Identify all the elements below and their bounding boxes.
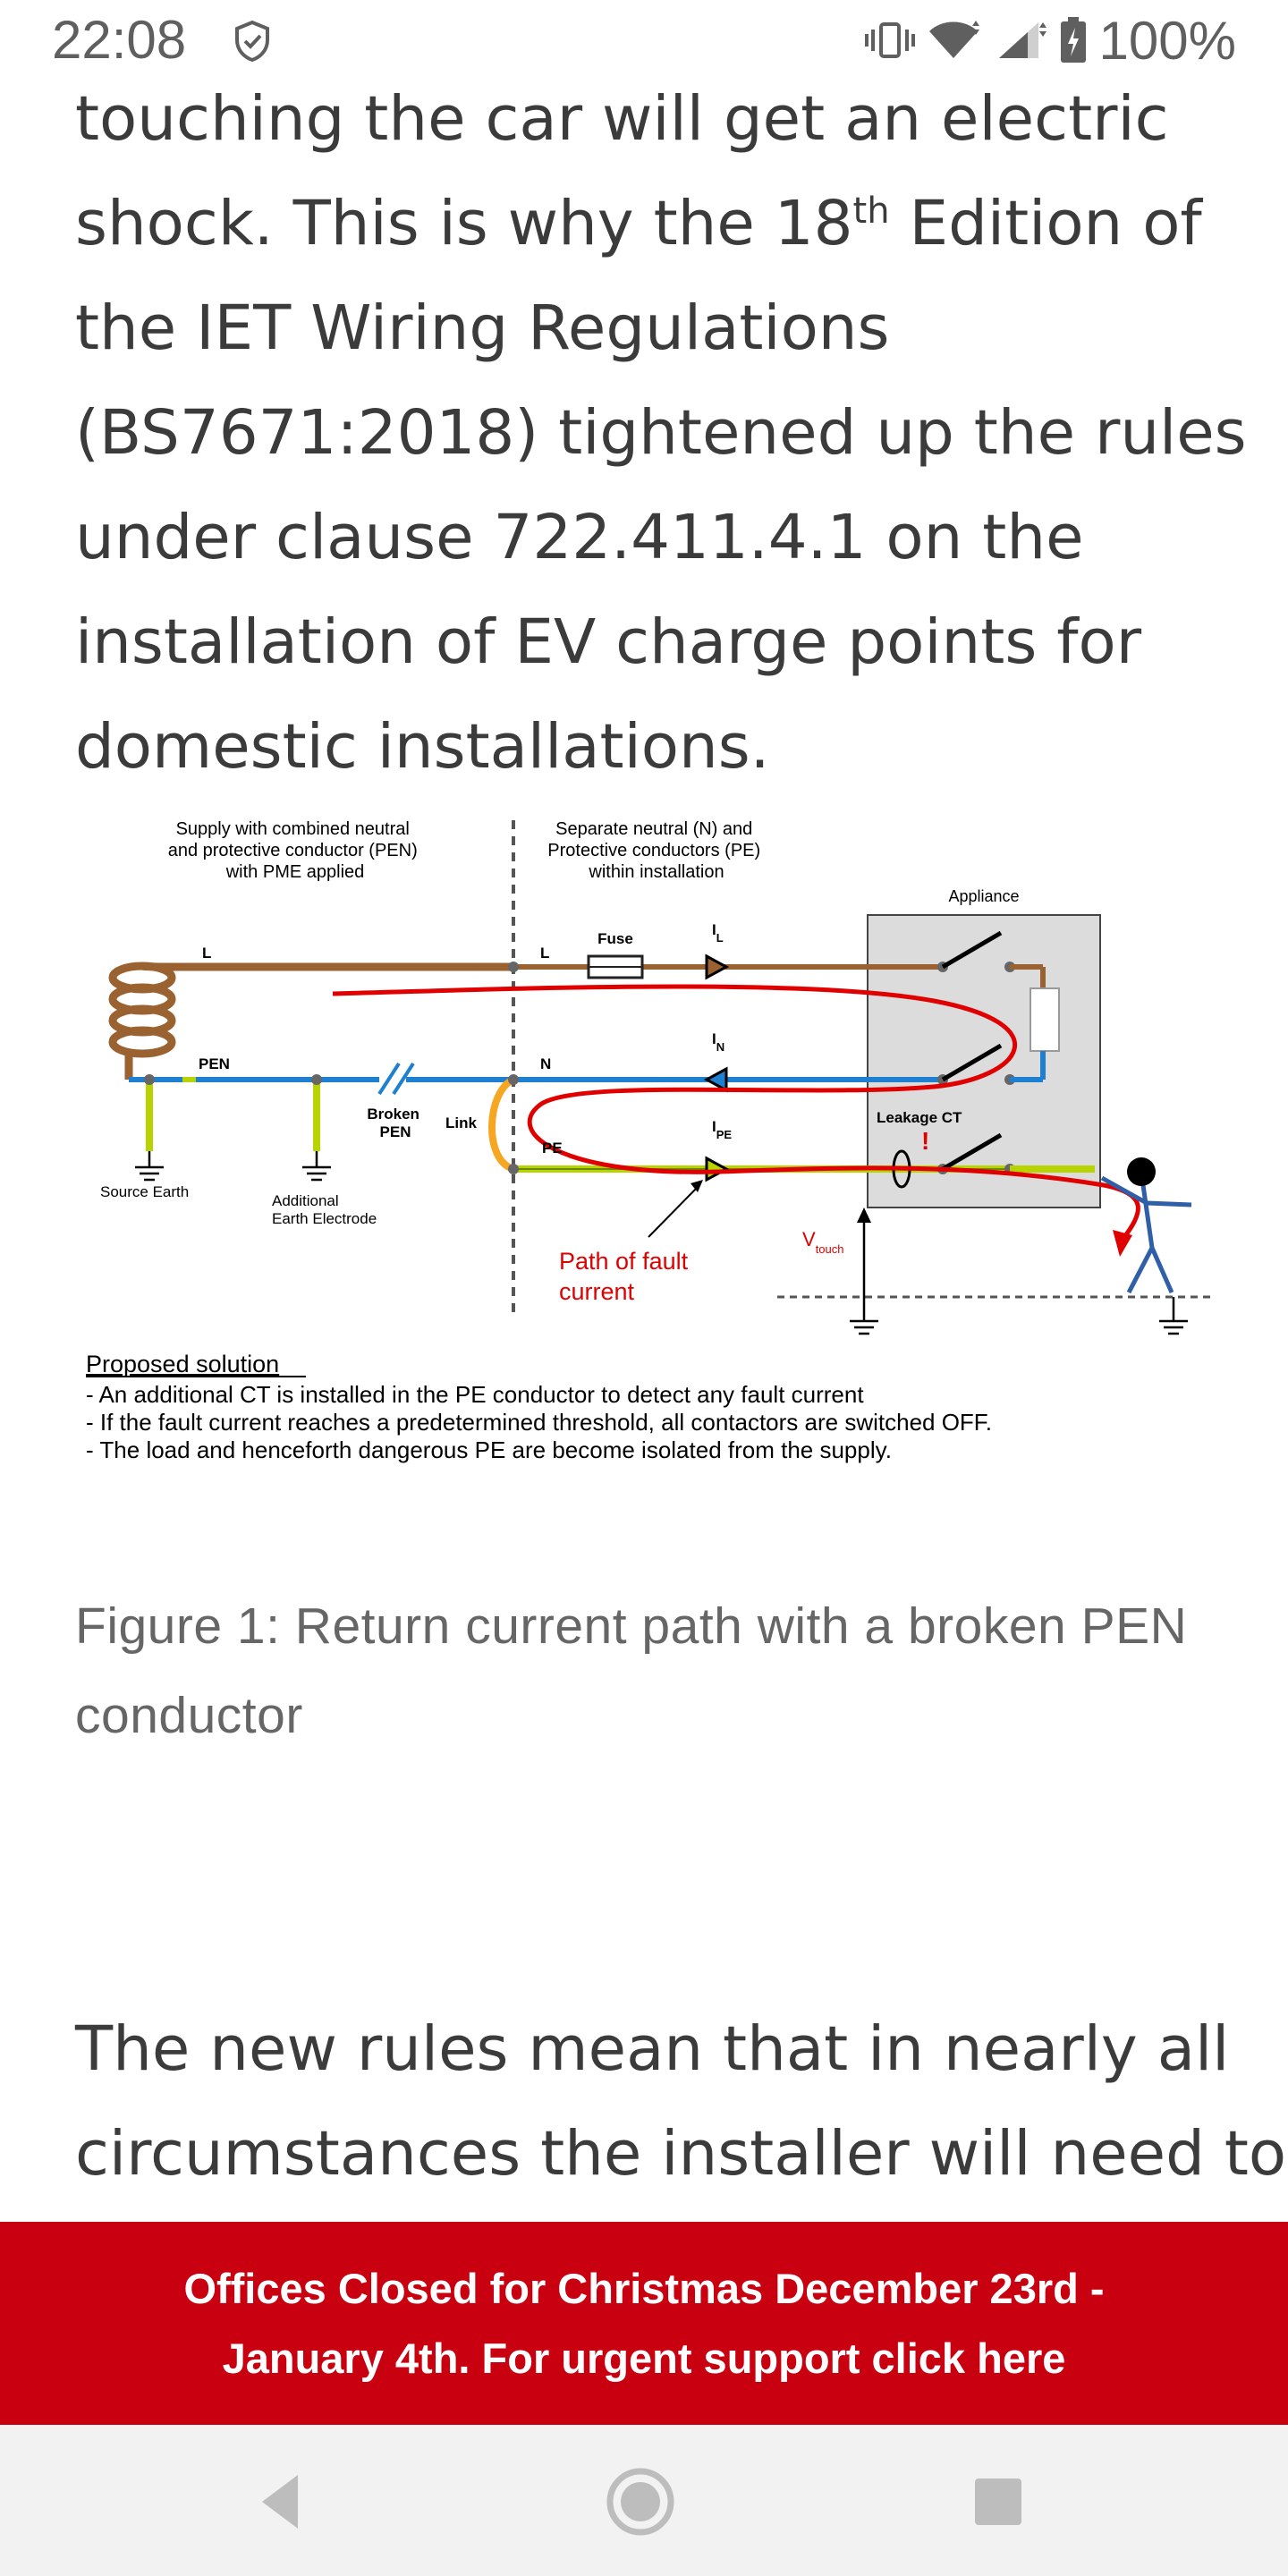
- link-conductor: [488, 1076, 516, 1173]
- earth-symbol-icon: [850, 1310, 878, 1335]
- figure-caption: Figure 1: Return current path with a bro…: [75, 1581, 1229, 1760]
- label-IL: IL: [712, 921, 724, 945]
- label-PEN: PEN: [199, 1055, 230, 1072]
- caption-line: conductor: [75, 1687, 303, 1744]
- label-N-mid: N: [540, 1055, 551, 1072]
- fuse-label: Fuse: [597, 930, 633, 947]
- wiring-diagram: Supply with combined neutral and protect…: [86, 819, 1211, 1463]
- christmas-closure-banner[interactable]: Offices Closed for Christmas December 23…: [0, 2222, 1288, 2425]
- article-paragraph: touching the car will get an electric sh…: [75, 67, 1247, 800]
- break-mark: [392, 1062, 415, 1096]
- earth-symbol-icon: [302, 1151, 331, 1182]
- person-head-icon: [1127, 1157, 1156, 1186]
- back-icon[interactable]: [246, 2466, 318, 2538]
- paragraph-line: (BS7671:2018) tightened up the rules: [75, 397, 1247, 469]
- label-broken-pen: Broken PEN: [367, 1106, 423, 1140]
- break-mark: [377, 1062, 401, 1096]
- fault-pointer-line: [648, 1184, 700, 1238]
- battery-percent: 100%: [1098, 10, 1236, 71]
- label-L-left: L: [202, 945, 211, 962]
- load-resistor-icon: [1030, 987, 1060, 1052]
- label-PE-mid: PE: [542, 1140, 563, 1157]
- solution-list: - An additional CT is installed in the P…: [86, 1381, 998, 1463]
- shield-icon: [235, 20, 269, 63]
- earth-symbol-icon: [1159, 1310, 1188, 1335]
- paragraph-line: domestic installations.: [75, 711, 770, 783]
- paragraph-line: shock. This is why the 18th Edition of: [75, 188, 1202, 259]
- label-IN: IN: [712, 1030, 724, 1054]
- signal-icon: [998, 22, 1046, 58]
- transformer-coil-icon: [108, 962, 513, 1080]
- status-time: 22:08: [52, 10, 187, 70]
- battery-icon: [1060, 17, 1086, 63]
- current-arrow-icon: [705, 953, 730, 980]
- paragraph-line: The new rules mean that in nearly all: [75, 2013, 1230, 2085]
- article-paragraph: The new rules mean that in nearly all ci…: [75, 1997, 1287, 2207]
- left-header: Supply with combined neutral and protect…: [168, 819, 423, 882]
- label-additional-earth: Additional Earth Electrode: [272, 1192, 377, 1227]
- paragraph-line: circumstances the installer will need to: [75, 2118, 1287, 2190]
- paragraph-line: under clause 722.411.4.1 on the: [75, 502, 1084, 573]
- status-bar: 22:08 100%: [0, 0, 1288, 82]
- earth-symbol-icon: [135, 1151, 164, 1182]
- solution-title: Proposed solution: [86, 1351, 279, 1377]
- contactor-switch-icon: [941, 930, 1003, 1172]
- label-link: Link: [445, 1114, 477, 1131]
- home-icon[interactable]: [605, 2466, 676, 2538]
- label-fault-path: Path of fault current: [559, 1248, 695, 1305]
- fault-arrowhead-icon: [1113, 1230, 1132, 1257]
- paragraph-line: installation of EV charge points for: [75, 606, 1142, 678]
- current-arrow-icon: [703, 1066, 728, 1093]
- paragraph-line: touching the car will get an electric: [75, 83, 1169, 155]
- appliance-box: [867, 914, 1101, 1208]
- recents-icon[interactable]: [962, 2466, 1034, 2538]
- leakage-exclaim: !: [921, 1127, 929, 1155]
- label-source-earth: Source Earth: [100, 1183, 189, 1200]
- fault-current-path: [332, 984, 1140, 1242]
- superscript: th: [852, 191, 890, 232]
- label-vtouch: Vtouch: [802, 1228, 844, 1256]
- caption-line: Figure 1: Return current path with a bro…: [75, 1597, 1188, 1655]
- label-L-mid: L: [540, 945, 549, 962]
- paragraph-line: the IET Wiring Regulations: [75, 292, 890, 364]
- person-icon: [1100, 1175, 1192, 1294]
- current-arrow-icon: [705, 1156, 730, 1182]
- banner-line: Offices Closed for Christmas December 23…: [183, 2265, 1105, 2312]
- vibrate-icon: [864, 22, 915, 58]
- label-IPE: IPE: [712, 1118, 732, 1141]
- appliance-label: Appliance: [948, 887, 1019, 905]
- wifi-icon: [928, 21, 979, 58]
- banner-line: January 4th. For urgent support click he…: [222, 2334, 1066, 2382]
- right-header: Separate neutral (N) and Protective cond…: [547, 819, 765, 882]
- label-leakage-ct: Leakage CT: [877, 1109, 962, 1126]
- system-navigation-bar: [0, 2425, 1288, 2576]
